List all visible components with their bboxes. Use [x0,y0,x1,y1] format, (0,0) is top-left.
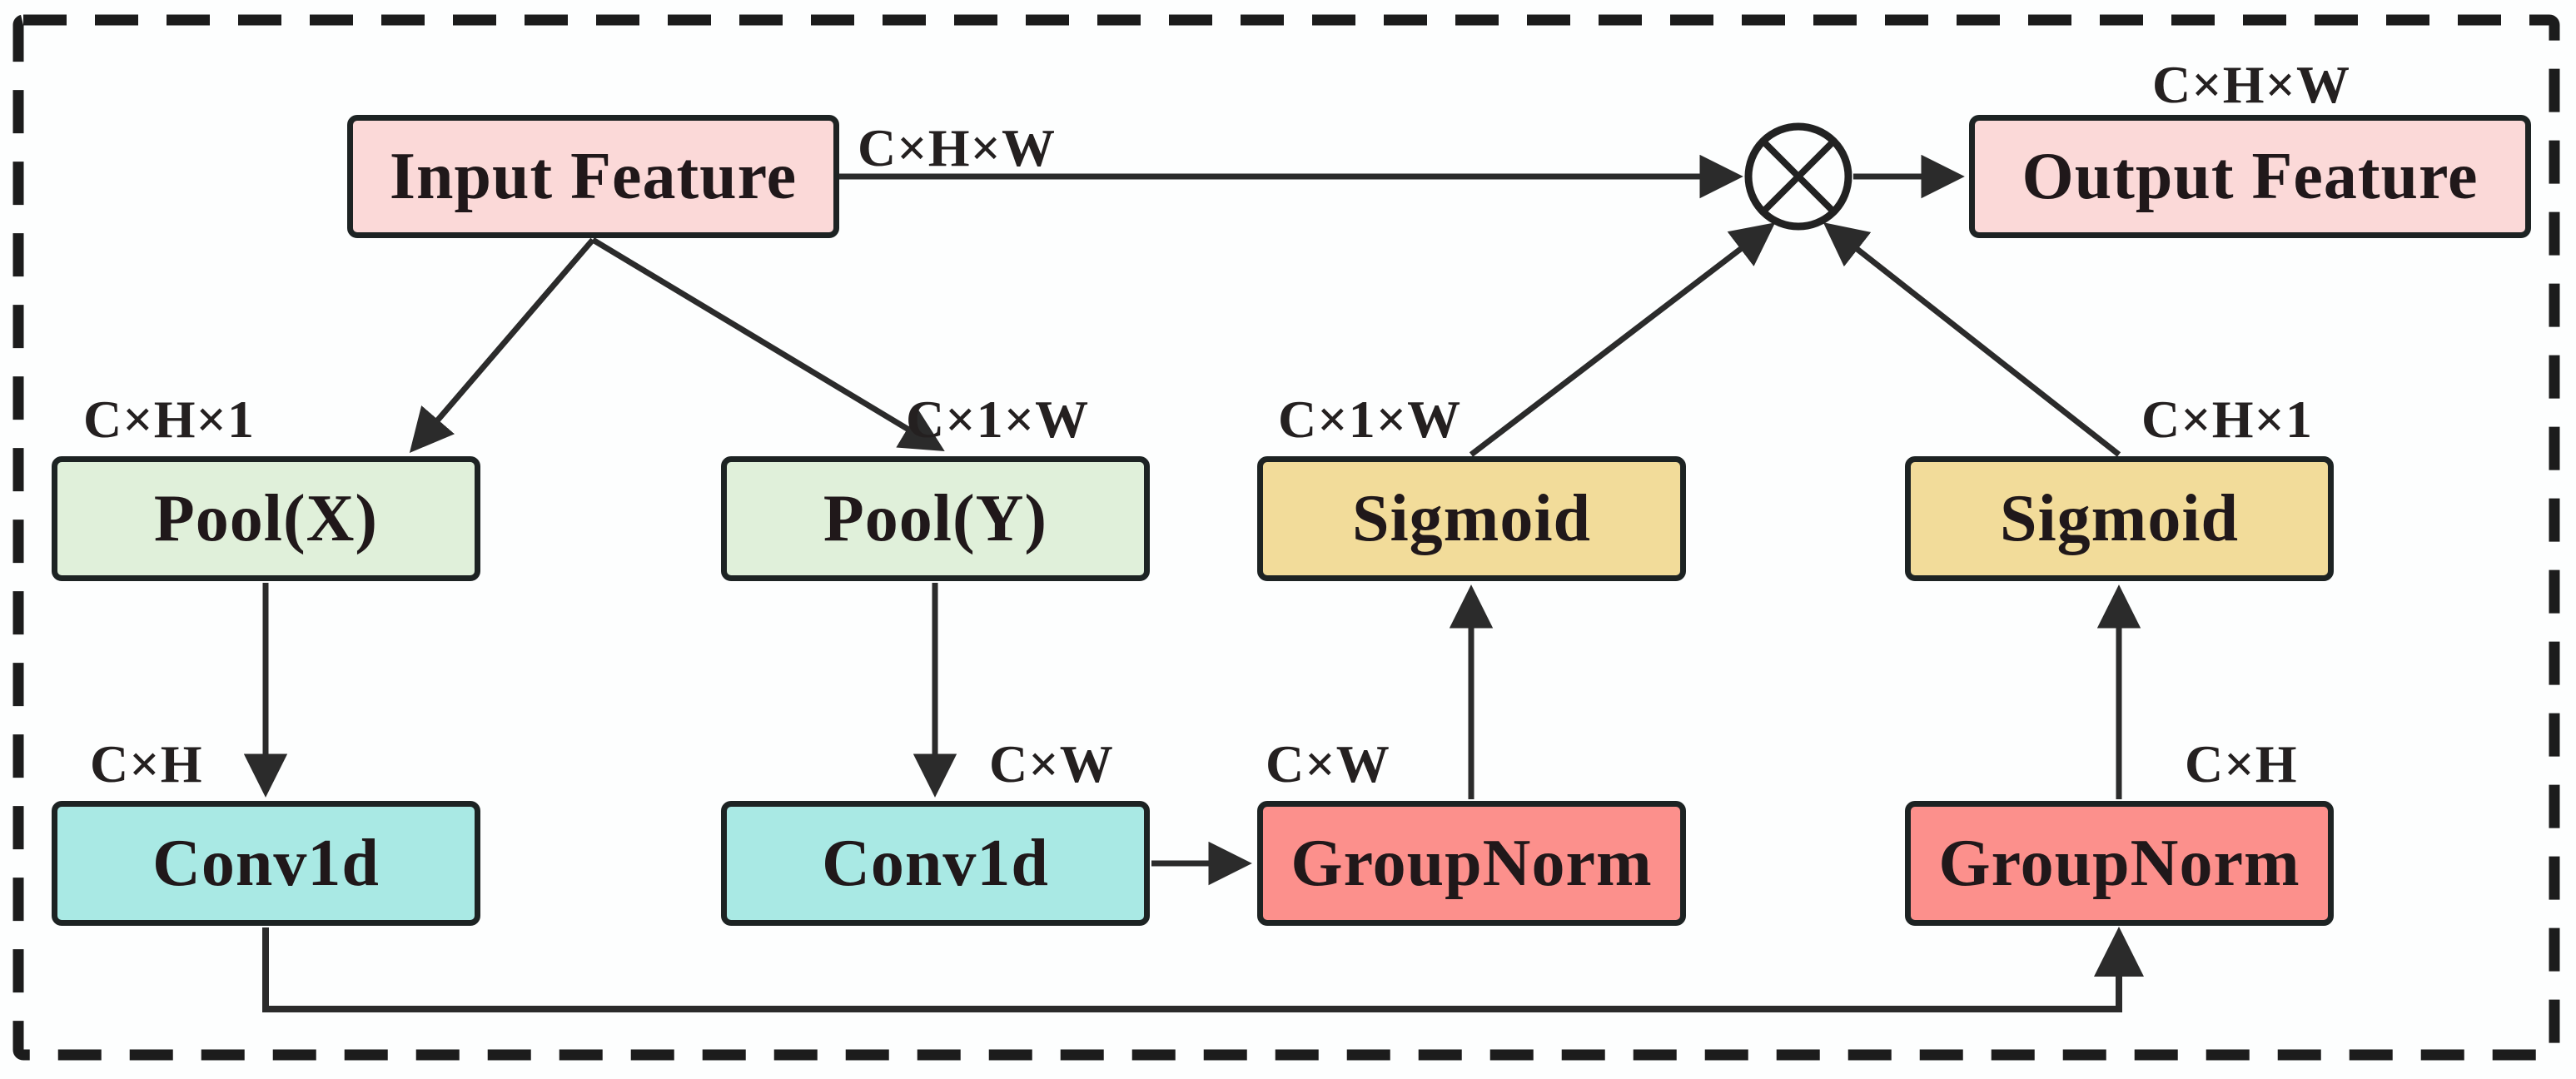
dim-label-groupnorm-x: C×H [2185,734,2298,793]
dim-label-output: C×H×W [2152,55,2350,114]
arrow-sigmoid-y-to-multiply [1469,222,1776,457]
arrow-conv1d-to-groupnorm-x-route [262,927,2144,1012]
arrow-sigmoid-x-to-multiply [1823,222,2121,457]
dim-label-pool-y: C×1×W [906,390,1090,449]
dim-label-conv1d-x: C×H [90,734,203,793]
output-feature-box: Output Feature [1969,115,2531,238]
groupnorm-x-box: GroupNorm [1905,801,2334,926]
input-feature-box: Input Feature [347,115,839,238]
conv1d-x-box: Conv1d [52,801,480,926]
multiply-icon [1744,122,1852,231]
dim-label-sigmoid-x: C×H×1 [2141,390,2313,449]
arrow-input-to-poolx [409,237,595,453]
sigmoid-y-box: Sigmoid [1257,456,1686,581]
dim-label-input: C×H×W [858,118,1056,177]
dashed-border [12,14,2560,1061]
dim-label-groupnorm-y: C×W [1266,734,1390,793]
dim-label-conv1d-y: C×W [989,734,1114,793]
groupnorm-y-box: GroupNorm [1257,801,1686,926]
pool-y-box: Pool(Y) [721,456,1150,581]
pool-x-box: Pool(X) [52,456,480,581]
dim-label-sigmoid-y: C×1×W [1278,390,1462,449]
conv1d-y-box: Conv1d [721,801,1150,926]
sigmoid-x-box: Sigmoid [1905,456,2334,581]
dim-label-pool-x: C×H×1 [83,390,255,449]
arrow-input-to-pooly [591,237,945,452]
